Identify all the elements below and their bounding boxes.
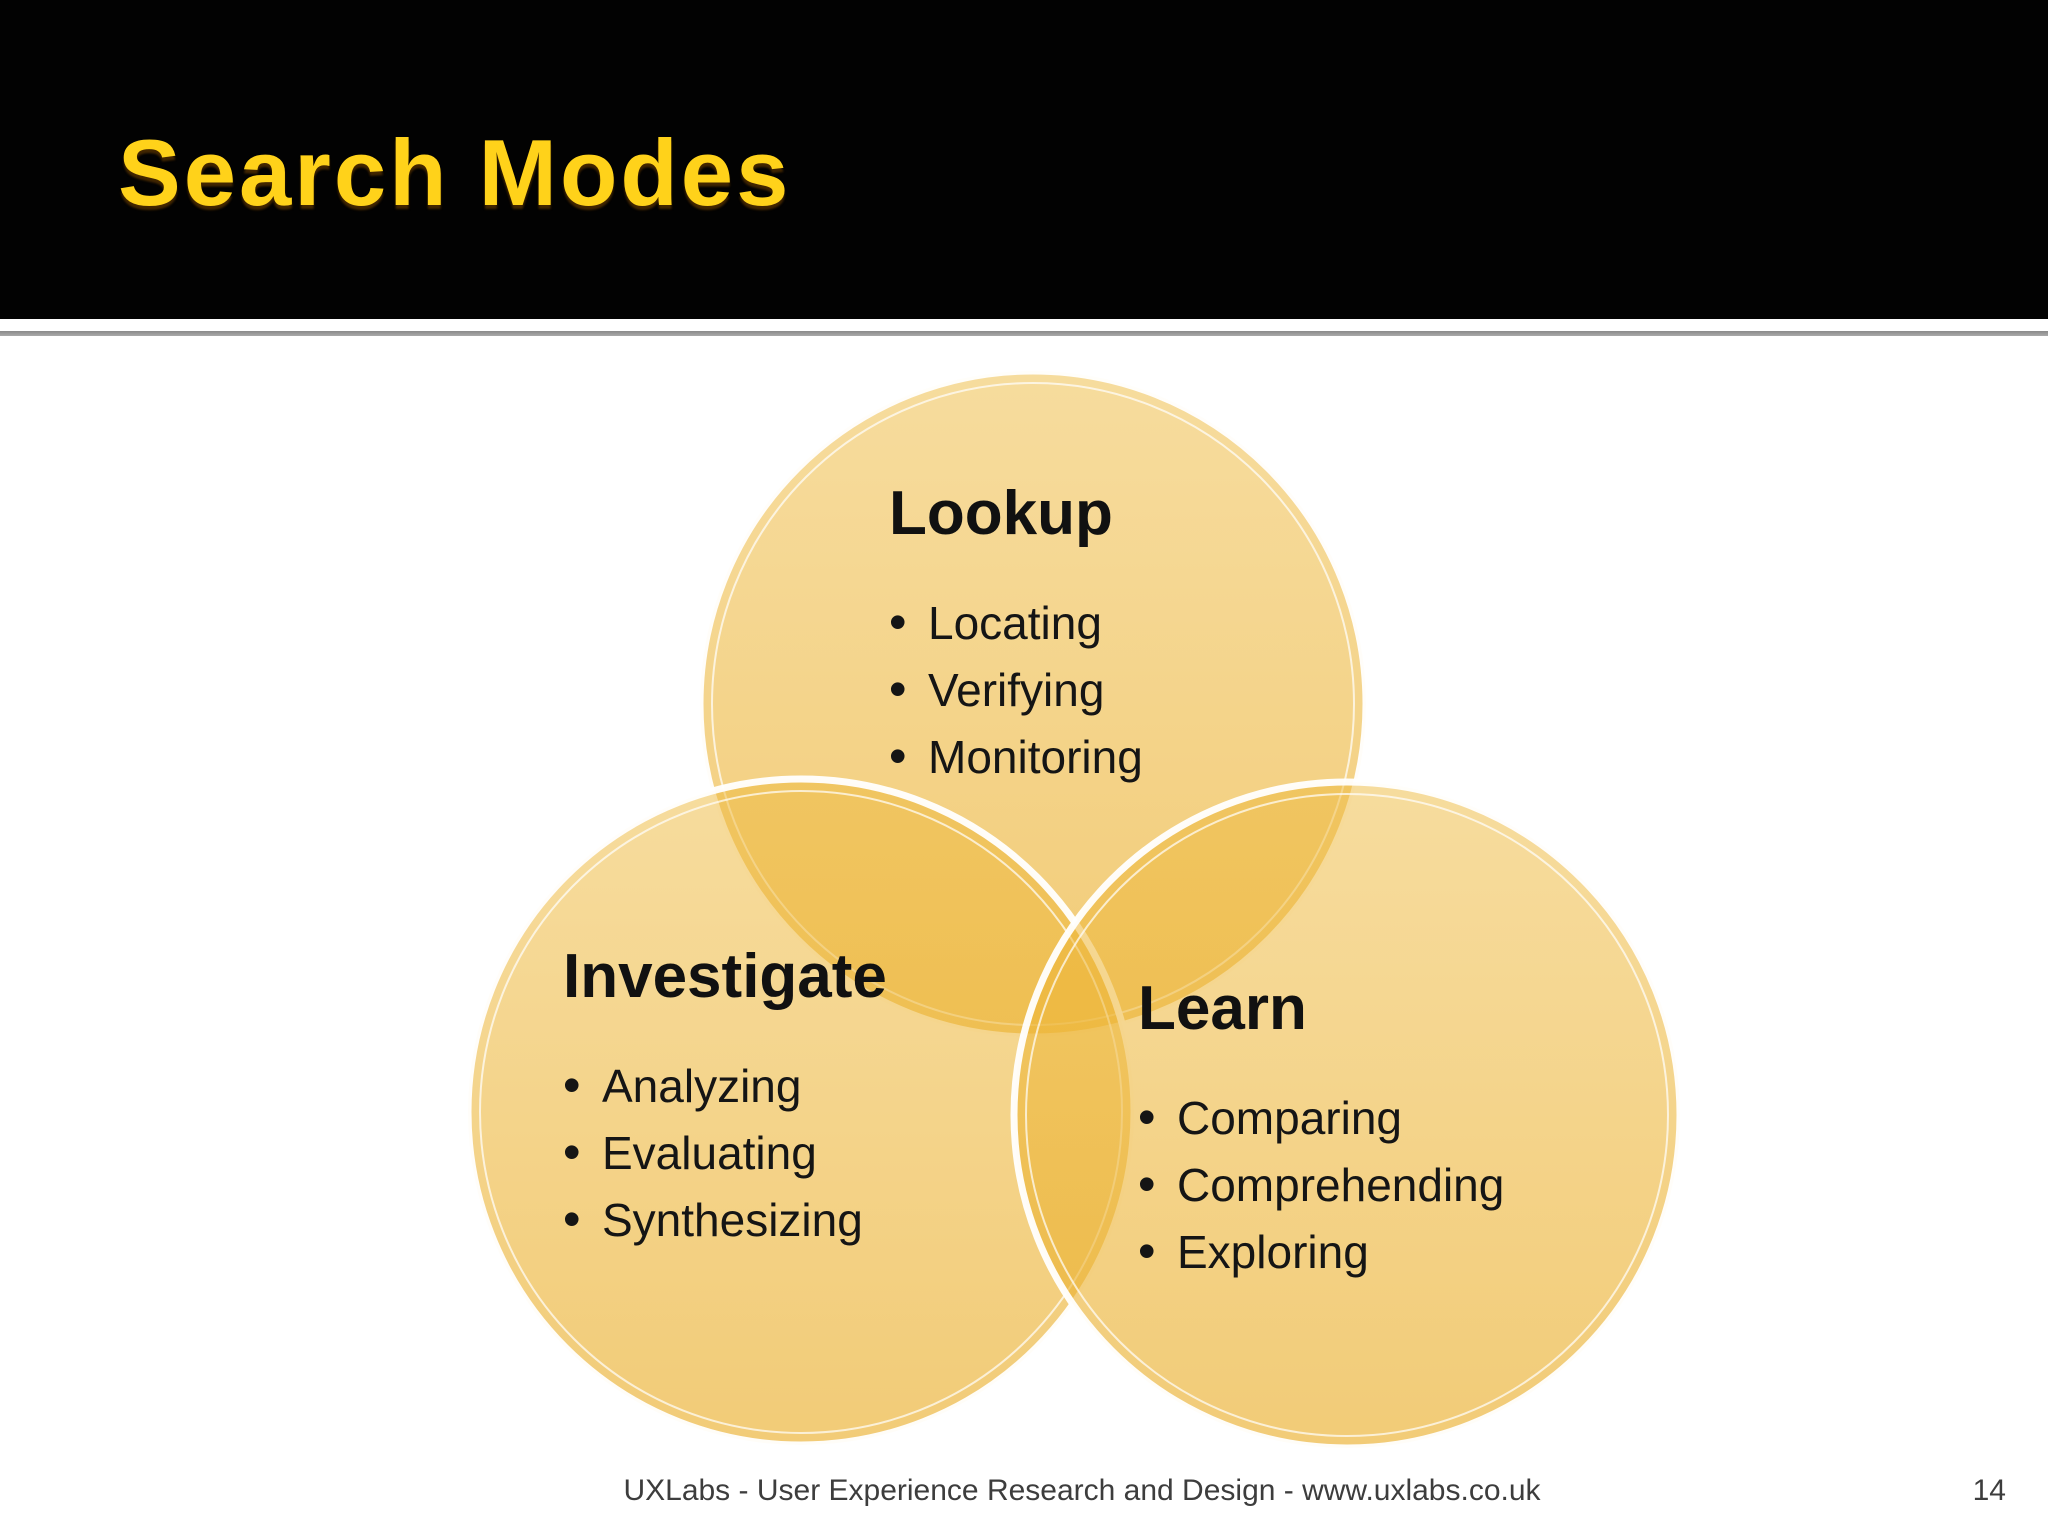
list-item: • Analyzing bbox=[563, 1052, 887, 1119]
list-item-label: Monitoring bbox=[928, 731, 1143, 783]
lookup-bullet-list: • Locating • Verifying • Monitoring bbox=[889, 589, 1143, 790]
investigate-bullet-list: • Analyzing • Evaluating • Synthesizing bbox=[563, 1052, 887, 1253]
list-item-label: Evaluating bbox=[602, 1127, 817, 1179]
learn-circle-shape bbox=[1010, 778, 1684, 1452]
list-item-label: Analyzing bbox=[602, 1060, 802, 1112]
slide-title: Search Modes bbox=[118, 120, 792, 225]
learn-bullet-list: • Comparing • Comprehending • Exploring bbox=[1138, 1084, 1504, 1285]
lookup-title: Lookup bbox=[889, 479, 1113, 548]
list-item: • Synthesizing bbox=[563, 1186, 887, 1253]
header-divider-line bbox=[0, 331, 2048, 336]
bullet-icon: • bbox=[889, 594, 907, 650]
list-item: • Exploring bbox=[1138, 1218, 1504, 1285]
list-item-label: Comparing bbox=[1177, 1092, 1402, 1144]
page-number: 14 bbox=[1972, 1474, 2006, 1507]
lookup-text-block: Lookup • Locating • Verifying • Monitori… bbox=[889, 479, 1143, 790]
bullet-icon: • bbox=[1138, 1156, 1156, 1212]
investigate-text-block: Investigate • Analyzing • Evaluating • S… bbox=[563, 942, 887, 1253]
list-item: • Monitoring bbox=[889, 723, 1143, 790]
investigate-title: Investigate bbox=[563, 942, 887, 1011]
list-item: • Comprehending bbox=[1138, 1151, 1504, 1218]
list-item-label: Comprehending bbox=[1177, 1159, 1505, 1211]
list-item: • Locating bbox=[889, 589, 1143, 656]
bullet-icon: • bbox=[563, 1191, 581, 1247]
list-item-label: Verifying bbox=[928, 664, 1105, 716]
bullet-icon: • bbox=[889, 728, 907, 784]
bullet-icon: • bbox=[563, 1057, 581, 1113]
list-item-label: Synthesizing bbox=[602, 1194, 863, 1246]
list-item: • Evaluating bbox=[563, 1119, 887, 1186]
list-item: • Comparing bbox=[1138, 1084, 1504, 1151]
bullet-icon: • bbox=[889, 661, 907, 717]
learn-title: Learn bbox=[1138, 974, 1307, 1043]
footer-text: UXLabs - User Experience Research and De… bbox=[623, 1474, 1541, 1507]
header-band: Search Modes bbox=[0, 0, 2048, 319]
bullet-icon: • bbox=[563, 1124, 581, 1180]
bullet-icon: • bbox=[1138, 1089, 1156, 1145]
learn-text-block: Learn • Comparing • Comprehending • Expl… bbox=[1138, 974, 1504, 1285]
list-item-label: Locating bbox=[928, 597, 1102, 649]
list-item: • Verifying bbox=[889, 656, 1143, 723]
list-item-label: Exploring bbox=[1177, 1226, 1369, 1278]
bullet-icon: • bbox=[1138, 1223, 1156, 1279]
